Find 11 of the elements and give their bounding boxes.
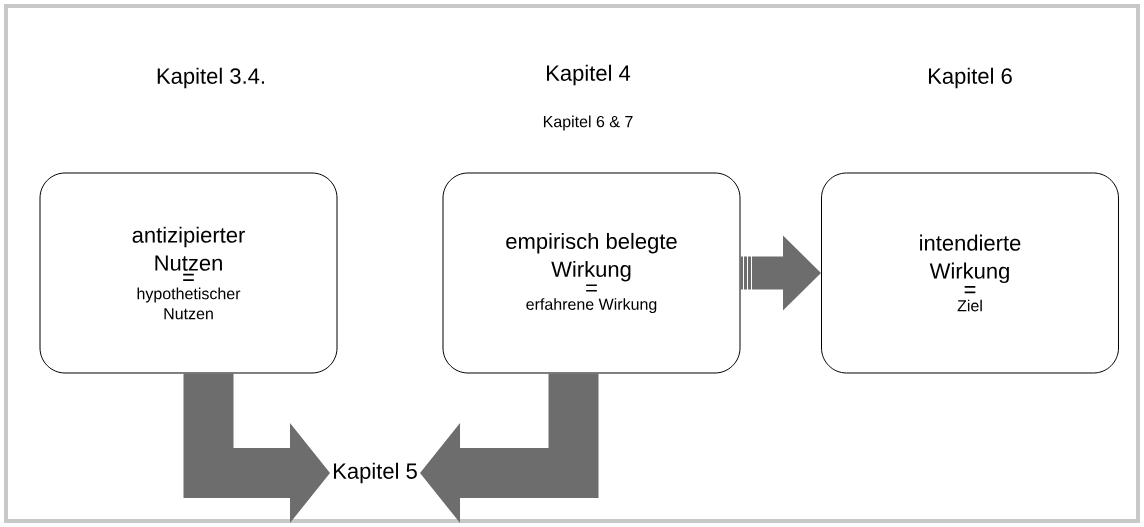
process-box: intendierte Wirkung = Ziel xyxy=(821,172,1119,374)
chapter-label: Kapitel 4 xyxy=(547,64,631,86)
block-arrow xyxy=(420,373,599,523)
block-arrow xyxy=(183,373,330,523)
block-arrow xyxy=(740,235,821,311)
chapter-label: Kapitel 3.4. xyxy=(157,67,264,89)
process-box: empirisch belegte Wirkung = erfahrene Wirkung xyxy=(442,172,741,374)
process-box: antizipierter Nutzen = hypothetischer Nutzen xyxy=(39,172,338,374)
chapter-label: Kapitel 6 & 7 xyxy=(543,115,633,131)
chapter-label: Kapitel 5 xyxy=(334,462,417,484)
chapter-label: Kapitel 6 xyxy=(929,67,1012,89)
